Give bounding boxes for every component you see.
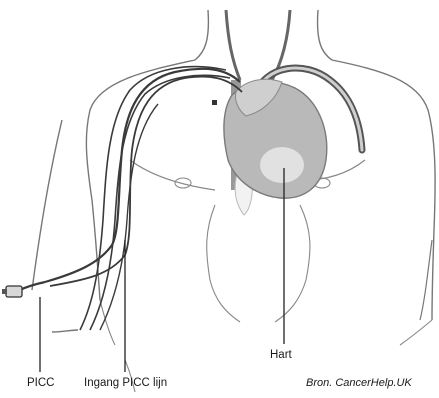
waist-right [400, 320, 432, 345]
ribcage-left [207, 205, 240, 322]
right-arm-outline [420, 240, 432, 320]
picc-catheter-2 [50, 77, 242, 286]
picc-connector [6, 286, 22, 297]
label-picc: PICC [27, 378, 54, 390]
source-credit: Bron. CancerHelp.UK [306, 378, 412, 389]
picc-catheter-4 [90, 75, 230, 330]
ribcage-right [275, 205, 310, 322]
picc-catheter-3 [80, 67, 226, 330]
neck-outline [195, 10, 332, 60]
vessel-clip-left [212, 100, 217, 105]
picc-connector-tip [2, 289, 7, 294]
label-ingang-picc-lijn: Ingang PICC lijn [84, 378, 167, 390]
picc-catheter-main [45, 69, 240, 282]
left-arm-outline [32, 120, 78, 332]
left-shoulder-outline [86, 60, 195, 300]
chest-contour-left [130, 160, 215, 190]
heart-highlight [260, 147, 304, 183]
left-nipple [175, 178, 191, 188]
label-hart: Hart [270, 350, 292, 362]
jugular-vein [226, 10, 240, 80]
